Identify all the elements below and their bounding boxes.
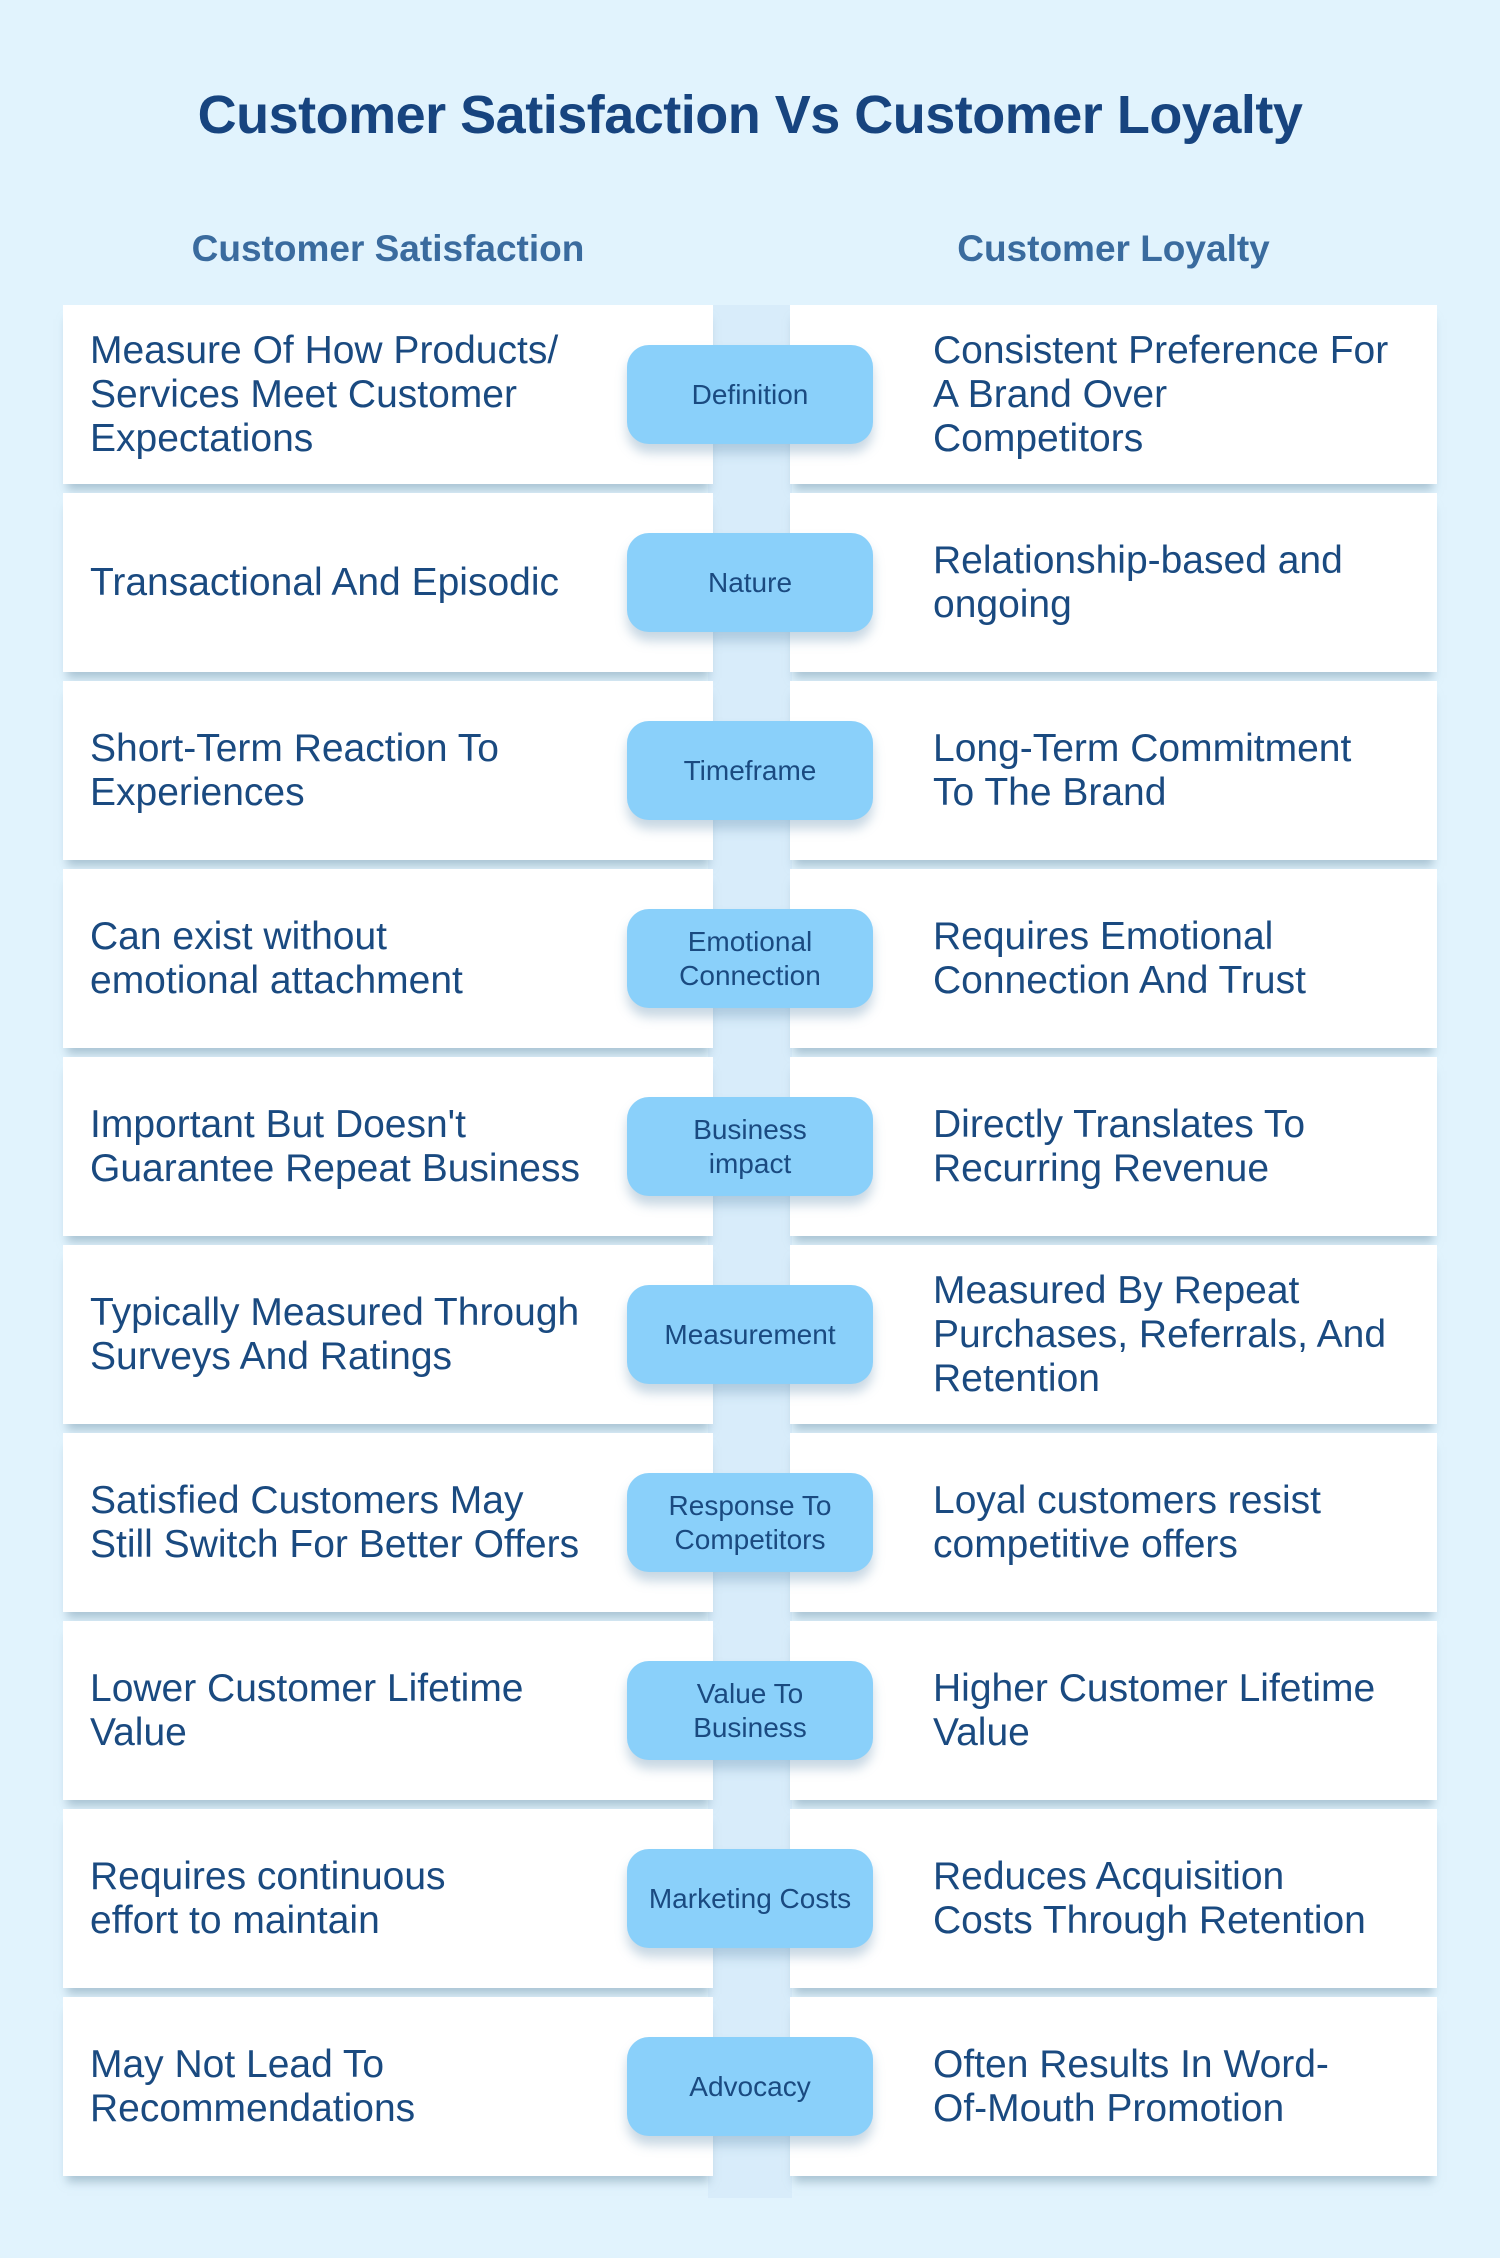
column-header-satisfaction: Customer Satisfaction bbox=[191, 228, 585, 269]
loyalty-text: Directly Translates To Recurring Revenue bbox=[933, 1102, 1306, 1190]
attribute-label: Measurement bbox=[664, 1318, 836, 1350]
loyalty-card: Higher Customer Lifetime Value bbox=[790, 1621, 1437, 1800]
satisfaction-text: Lower Customer Lifetime Value bbox=[90, 1666, 524, 1754]
attribute-label: Definition bbox=[691, 378, 809, 410]
satisfaction-text: Measure Of How Products/ Services Meet C… bbox=[90, 328, 559, 460]
loyalty-text: Requires Emotional Connection And Trust bbox=[933, 914, 1306, 1002]
satisfaction-text: Requires continuous effort to maintain bbox=[90, 1854, 446, 1942]
comparison-row: Can exist without emotional attachment E… bbox=[63, 869, 1437, 1048]
loyalty-card: Relationship-based and ongoing bbox=[790, 493, 1437, 672]
loyalty-card: Consistent Preference For A Brand Over C… bbox=[790, 305, 1437, 484]
satisfaction-card: Transactional And Episodic bbox=[63, 493, 713, 672]
attribute-label: Timeframe bbox=[683, 754, 817, 786]
satisfaction-card: Satisfied Customers May Still Switch For… bbox=[63, 1433, 713, 1612]
comparison-row: Measure Of How Products/ Services Meet C… bbox=[63, 305, 1437, 484]
comparison-rows: Measure Of How Products/ Services Meet C… bbox=[63, 305, 1437, 2185]
attribute-label: Nature bbox=[707, 566, 793, 598]
comparison-row: Lower Customer Lifetime Value Value To B… bbox=[63, 1621, 1437, 1800]
loyalty-text: Loyal customers resist competitive offer… bbox=[933, 1478, 1321, 1566]
attribute-label: Emotional Connection bbox=[679, 925, 821, 991]
satisfaction-card: Typically Measured Through Surveys And R… bbox=[63, 1245, 713, 1424]
column-header-loyalty: Customer Loyalty bbox=[957, 228, 1270, 269]
loyalty-text: Measured By Repeat Purchases, Referrals,… bbox=[933, 1268, 1387, 1400]
page-title: Customer Satisfaction Vs Customer Loyalt… bbox=[197, 85, 1303, 145]
attribute-label: Value To Business bbox=[693, 1677, 807, 1743]
comparison-row: Short-Term Reaction To Experiences Timef… bbox=[63, 681, 1437, 860]
satisfaction-card: Measure Of How Products/ Services Meet C… bbox=[63, 305, 713, 484]
loyalty-card: Long-Term Commitment To The Brand bbox=[790, 681, 1437, 860]
attribute-pill: Response To Competitors bbox=[627, 1473, 873, 1572]
satisfaction-card: Can exist without emotional attachment bbox=[63, 869, 713, 1048]
satisfaction-card: Lower Customer Lifetime Value bbox=[63, 1621, 713, 1800]
loyalty-card: Often Results In Word- Of-Mouth Promotio… bbox=[790, 1997, 1437, 2176]
attribute-pill: Definition bbox=[627, 345, 873, 444]
attribute-pill: Timeframe bbox=[627, 721, 873, 820]
attribute-pill: Business impact bbox=[627, 1097, 873, 1196]
attribute-label: Response To Competitors bbox=[668, 1489, 832, 1555]
satisfaction-card: Important But Doesn't Guarantee Repeat B… bbox=[63, 1057, 713, 1236]
satisfaction-text: Typically Measured Through Surveys And R… bbox=[90, 1290, 580, 1378]
loyalty-card: Measured By Repeat Purchases, Referrals,… bbox=[790, 1245, 1437, 1424]
comparison-row: Satisfied Customers May Still Switch For… bbox=[63, 1433, 1437, 1612]
comparison-row: Requires continuous effort to maintain M… bbox=[63, 1809, 1437, 1988]
loyalty-card: Reduces Acquisition Costs Through Retent… bbox=[790, 1809, 1437, 1988]
attribute-pill: Measurement bbox=[627, 1285, 873, 1384]
satisfaction-card: May Not Lead To Recommendations bbox=[63, 1997, 713, 2176]
comparison-row: Typically Measured Through Surveys And R… bbox=[63, 1245, 1437, 1424]
comparison-row: Transactional And Episodic Nature Relati… bbox=[63, 493, 1437, 672]
attribute-label: Business impact bbox=[693, 1113, 807, 1179]
loyalty-text: Consistent Preference For A Brand Over C… bbox=[933, 328, 1389, 460]
satisfaction-text: Transactional And Episodic bbox=[90, 560, 559, 604]
attribute-pill: Value To Business bbox=[627, 1661, 873, 1760]
comparison-row: Important But Doesn't Guarantee Repeat B… bbox=[63, 1057, 1437, 1236]
loyalty-text: Higher Customer Lifetime Value bbox=[933, 1666, 1376, 1754]
attribute-label: Advocacy bbox=[689, 2070, 811, 2102]
attribute-pill: Marketing Costs bbox=[627, 1849, 873, 1948]
satisfaction-card: Requires continuous effort to maintain bbox=[63, 1809, 713, 1988]
loyalty-text: Reduces Acquisition Costs Through Retent… bbox=[933, 1854, 1366, 1942]
satisfaction-text: Satisfied Customers May Still Switch For… bbox=[90, 1478, 580, 1566]
loyalty-text: Long-Term Commitment To The Brand bbox=[933, 726, 1352, 814]
loyalty-text: Relationship-based and ongoing bbox=[933, 538, 1343, 626]
satisfaction-text: Important But Doesn't Guarantee Repeat B… bbox=[90, 1102, 580, 1190]
attribute-label: Marketing Costs bbox=[648, 1882, 852, 1914]
attribute-pill: Emotional Connection bbox=[627, 909, 873, 1008]
satisfaction-text: Can exist without emotional attachment bbox=[90, 914, 463, 1002]
attribute-pill: Advocacy bbox=[627, 2037, 873, 2136]
satisfaction-card: Short-Term Reaction To Experiences bbox=[63, 681, 713, 860]
attribute-pill: Nature bbox=[627, 533, 873, 632]
loyalty-card: Loyal customers resist competitive offer… bbox=[790, 1433, 1437, 1612]
loyalty-card: Directly Translates To Recurring Revenue bbox=[790, 1057, 1437, 1236]
satisfaction-text: Short-Term Reaction To Experiences bbox=[90, 726, 499, 814]
comparison-row: May Not Lead To Recommendations Advocacy… bbox=[63, 1997, 1437, 2176]
loyalty-card: Requires Emotional Connection And Trust bbox=[790, 869, 1437, 1048]
loyalty-text: Often Results In Word- Of-Mouth Promotio… bbox=[933, 2042, 1329, 2130]
satisfaction-text: May Not Lead To Recommendations bbox=[90, 2042, 416, 2130]
